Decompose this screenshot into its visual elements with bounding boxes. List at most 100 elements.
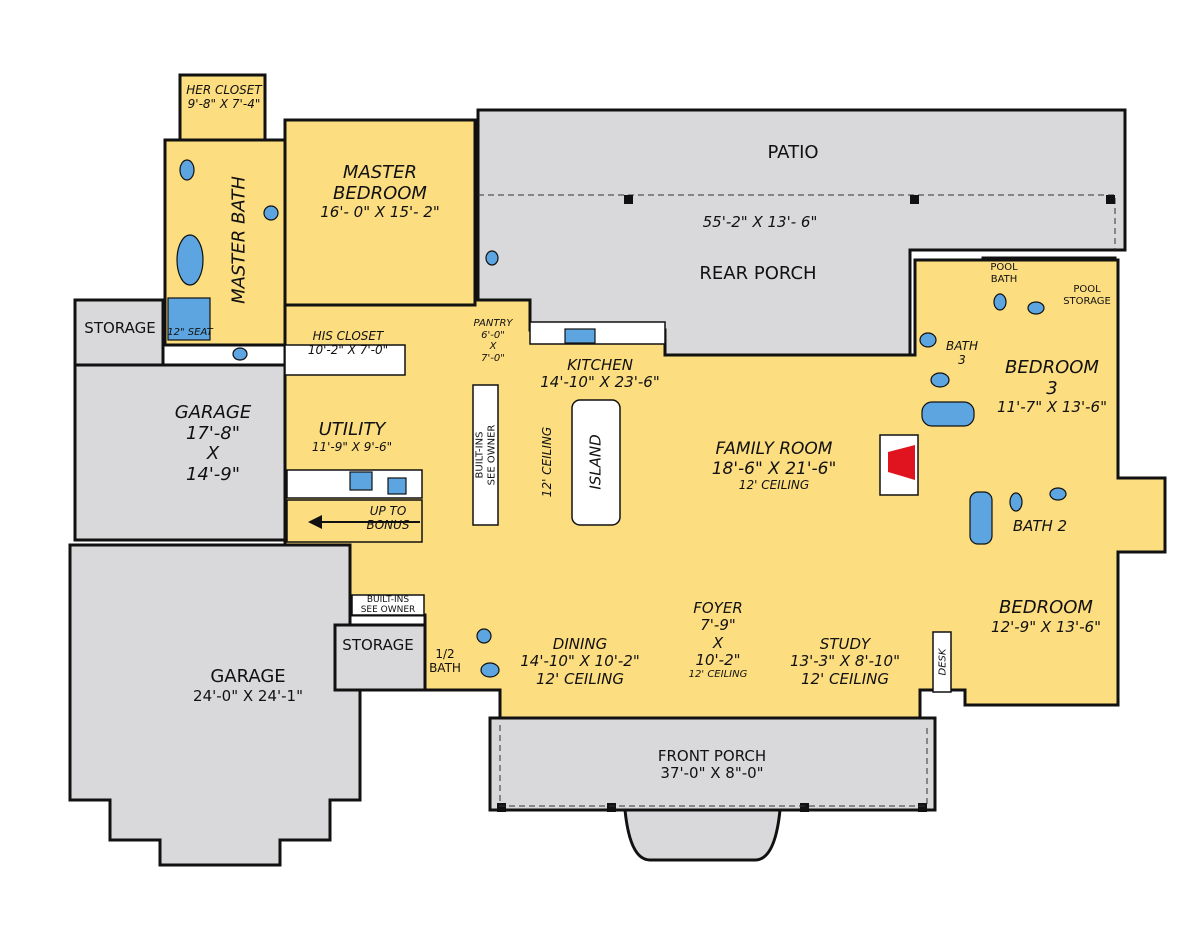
room-name: MASTER [342,162,418,183]
room-size: 11'-9" X 9'-6" [311,439,393,454]
garage-lower-area [68,543,362,867]
sink-icon [485,250,499,266]
room-name: UTILITY [318,419,386,440]
post [607,803,616,812]
room-depth: 14'-9" [185,464,241,486]
note-text: BUILT-INS [366,595,410,605]
post [624,195,633,204]
room-number: 3 [958,352,966,367]
fireplace-icon [888,445,915,480]
rear-porch-label: REAR PORCH [699,263,817,284]
room-name: BEDROOM [333,182,427,204]
room-name: FOYER [693,599,743,617]
post [1106,195,1115,204]
dimension-separator: X [712,633,724,652]
room-name: BATH [946,339,978,353]
room-name: HER CLOSET [186,83,262,97]
room-size: 18'-6" X 21'-6" [711,458,837,479]
toilet-icon [1009,492,1023,512]
room-ceiling: 12' CEILING [536,669,624,688]
stairs-text: UP TO [369,504,407,518]
toilet-icon [993,293,1007,311]
toilet-icon [179,159,195,181]
room-size: 37'-0" X 8"-0" [660,764,764,783]
bath2-tub-icon [969,491,993,545]
room-size: 12'-9" X 13'-6" [991,617,1101,636]
kitchen-sink-icon [564,328,596,344]
room-size: 14'-10" X 23'-6" [540,373,660,392]
room-name: GARAGE [210,666,286,687]
shower-icon [167,297,211,341]
patio-size: 55'-2" X 13'- 6" [702,213,818,231]
storage-lower-label: STORAGE [342,636,414,654]
room-name: POOL [1073,284,1101,295]
stairs-text: BONUS [366,517,410,532]
storage-upper-label: STORAGE [84,319,156,337]
island-label: ISLAND [586,434,605,490]
stairs-arrowhead [308,515,322,529]
post [800,803,809,812]
room-name: KITCHEN [567,356,633,374]
room-size: 10'-2" X 7'-0" [307,342,389,357]
room-name: POOL [990,262,1018,273]
room-ceiling: 12' CEILING [738,478,810,493]
room-name: STORAGE [1063,295,1111,307]
storage-lower-area [333,623,427,692]
toilet-icon [930,372,950,388]
room-name: BATH [990,273,1018,285]
master-bath-label: MASTER BATH [228,176,250,304]
room-size: 9'-8" X 7'-4" [187,96,261,111]
master-bedroom-area [283,118,477,307]
room-ceiling: 12' CEILING [801,669,889,688]
room-ceiling: 12' CEILING [688,669,748,680]
room-name: FAMILY ROOM [715,439,833,459]
bath3-tub-icon [921,401,975,427]
room-size: 14'-10" X 10'-2" [520,652,640,671]
sink-icon [232,347,248,361]
room-depth: 7'-0" [481,352,505,364]
room-name: DINING [552,635,608,653]
dimension-separator: X [206,443,220,465]
sink-icon [476,628,492,644]
room-size: 13'-3" X 8'-10" [790,652,900,671]
post [910,195,919,204]
patio-dashed-line [478,194,1116,250]
sink-icon [263,205,279,221]
post [497,803,506,812]
island [571,399,621,526]
note-text: SEE OWNER [486,424,497,486]
room-name: BEDROOM [999,597,1093,618]
room-size: 11'-7" X 13'-6" [997,398,1107,417]
room-name: STUDY [819,635,871,653]
dimension-separator: X [489,341,497,352]
room-name: FRONT PORCH [657,747,767,765]
sink-icon [1027,301,1045,315]
kitchen-ceiling-label: 12' CEILING [540,426,555,498]
room-width: 7'-9" [700,616,736,635]
room-size: 16'- 0" X 15'- 2" [320,203,440,222]
room-width: 6'-0" [481,329,505,341]
washer-icon [349,471,373,491]
room-name: HIS CLOSET [312,329,384,343]
front-steps [623,808,782,862]
builtins-dining-box [351,594,425,616]
shower-seat-label: 12" SEAT [167,327,213,338]
toilet-icon [480,662,500,678]
